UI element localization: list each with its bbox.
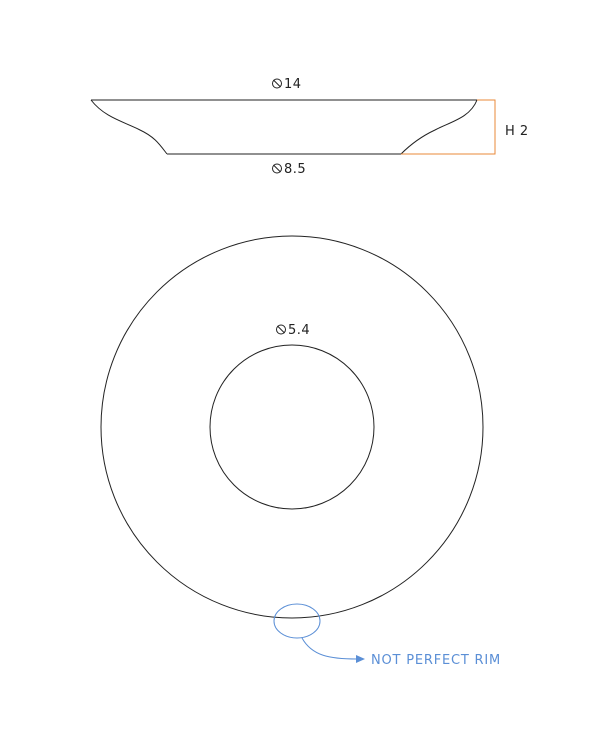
top-view: 5.4 [100,235,484,619]
side-view-right-curve [400,99,478,155]
inner-diameter-dimension: 5.4 [276,323,310,338]
side-view-left-curve [90,99,168,155]
height-dimension: H 2 [401,99,529,155]
height-dimension-lines [401,99,496,155]
diameter-symbol-icon [272,78,282,89]
rim-annotation: NOT PERFECT RIM [273,603,501,668]
bottom-diameter-value: 8.5 [284,162,306,177]
bottom-diameter-dimension: 8.5 [272,162,306,177]
annotation-note: NOT PERFECT RIM [371,653,501,668]
side-view: 14 8.5 H 2 [90,77,529,177]
height-value: H 2 [505,124,529,139]
top-diameter-value: 14 [284,77,302,92]
inner-diameter-value: 5.4 [288,323,310,338]
outer-circle [100,235,484,619]
leader-line [301,637,358,660]
rim-highlight-ellipse [273,603,321,639]
diameter-symbol-icon [272,163,282,174]
diameter-symbol-icon [276,324,286,335]
top-diameter-dimension: 14 [272,77,302,92]
arrowhead-icon [356,655,365,663]
inner-circle [209,344,375,510]
